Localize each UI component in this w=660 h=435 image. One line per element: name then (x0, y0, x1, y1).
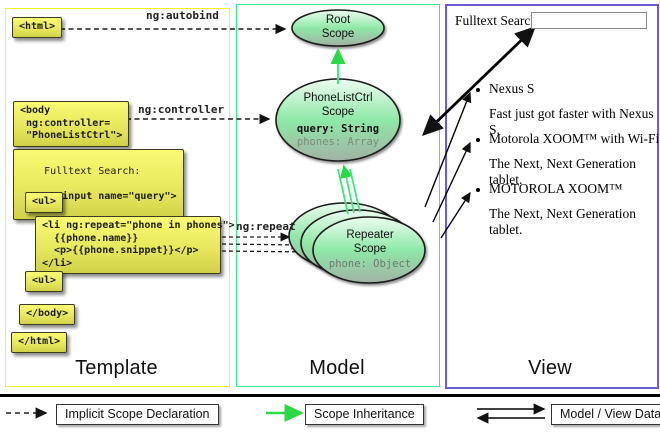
repeater-phone-prop: phone: Object (328, 258, 412, 270)
view-column-label: View (528, 357, 572, 379)
phonelistctrl-query-prop: query: String (296, 123, 380, 135)
bullet-3 (476, 188, 480, 192)
code-ul-close: <ul> (25, 271, 64, 292)
template-column-label: Template (75, 357, 158, 379)
view-search-input[interactable] (531, 12, 647, 29)
ng-controller-label: ng:controller (138, 103, 225, 116)
view-item-title: Motorola XOOM™ with Wi-Fi (489, 131, 660, 146)
legend-databinding-label: Model / View Data-binding (551, 404, 660, 425)
root-scope-title: Root Scope (321, 14, 355, 40)
view-fulltext-label: Fulltext Search: (455, 13, 541, 28)
bullet-1 (476, 88, 480, 92)
legend-implicit-scope-label: Implicit Scope Declaration (56, 404, 219, 425)
bullet-2 (476, 138, 480, 142)
code-li-repeat: <li ng:repeat="phone in phones"> {{phone… (35, 216, 235, 274)
template-column (5, 8, 230, 387)
code-html-open: <html> (12, 17, 63, 38)
view-item-title: Nexus S (489, 81, 535, 96)
ng-repeat-label: ng:repeat (236, 220, 296, 233)
view-item-title: MOTOROLA XOOM™ (489, 181, 623, 196)
legend-scope-inheritance-label: Scope Inheritance (305, 404, 424, 425)
legend-separator (0, 394, 660, 397)
view-item-desc: The Next, Next Generation tablet. (489, 206, 636, 237)
code-body-open: <body ng:controller= "PhoneListCtrl"> (13, 101, 130, 147)
phonelistctrl-scope-title: PhoneListCtrl Scope (303, 92, 373, 118)
code-fulltext-input: <input name="query"> (44, 190, 177, 202)
code-fulltext-label: Fulltext Search: (44, 165, 141, 177)
ng-autobind-label: ng:autobind (146, 9, 219, 22)
code-ul-open: <ul> (25, 192, 64, 213)
code-html-close: </html> (11, 332, 68, 353)
code-body-close: </body> (19, 304, 76, 325)
model-column (236, 4, 440, 387)
model-column-label: Model (309, 357, 365, 379)
view-item-desc: Fast just got faster with Nexus S. (489, 106, 654, 137)
repeater-scope-title: Repeater Scope (346, 229, 394, 255)
phonelistctrl-phones-prop: phones: Array (296, 136, 380, 148)
view-item-desc: The Next, Next Generation tablet. (489, 156, 636, 187)
